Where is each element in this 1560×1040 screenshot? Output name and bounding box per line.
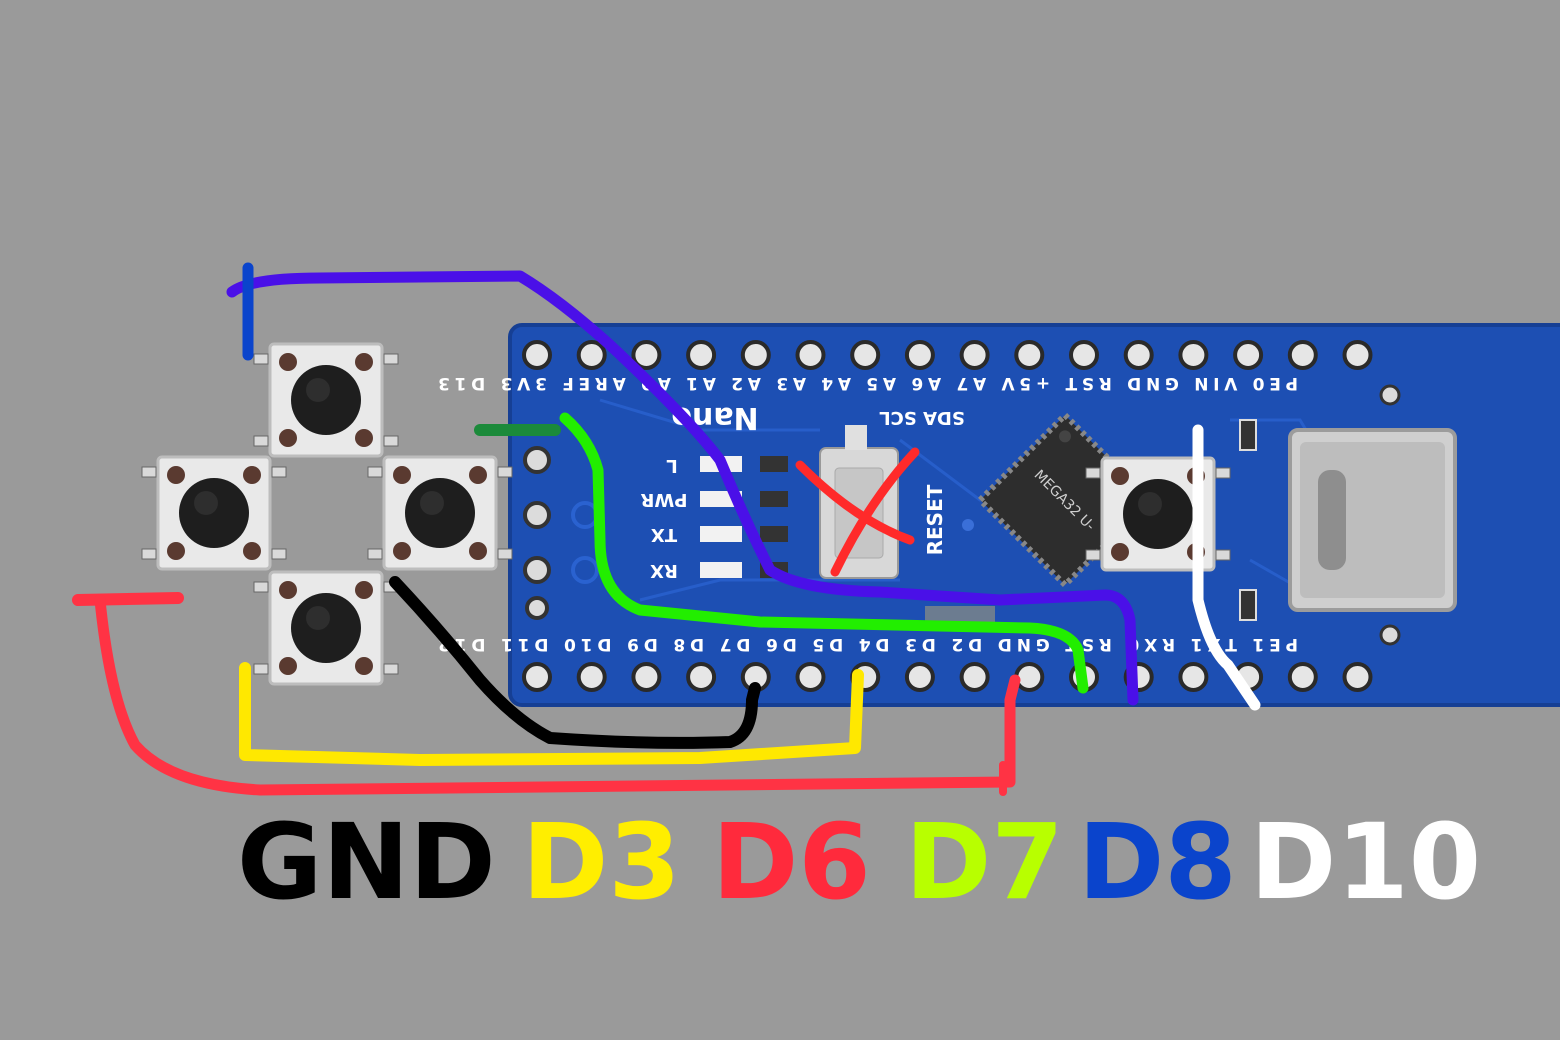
led-label-l: L [666, 455, 677, 476]
legend-gnd: GND [237, 801, 496, 923]
pin-hole-a1 [1123, 340, 1154, 370]
led-label-pwr: PWR [640, 489, 687, 510]
wire-d6 [72, 592, 184, 606]
pin-hole-tx1 [576, 662, 607, 692]
button-d10 [1085, 456, 1231, 572]
wire-gnd [389, 576, 761, 749]
i2c-label: SDA SCL [879, 407, 965, 428]
button-down [253, 570, 399, 686]
wire-d7 [559, 412, 1089, 694]
wire-d3 [239, 662, 864, 766]
pin-hole-5v [740, 340, 771, 370]
pin-hole-a6 [850, 340, 881, 370]
button-left [141, 455, 287, 571]
wire-d8 [226, 270, 1139, 706]
pin-hole-pe1 [522, 662, 552, 692]
pin-hole-d4 [904, 662, 935, 692]
top-pin-labels: PE0 VIN GND RST +5V A7 A6 A5 A4 A3 A2 A1… [438, 373, 1298, 393]
button-cluster [141, 342, 1231, 686]
chip-dot [962, 519, 974, 531]
legend-d8: D8 [1078, 801, 1237, 923]
wire-d6-long [94, 594, 1021, 796]
crossout-mark [795, 447, 920, 577]
pin-hole-rst [686, 340, 717, 370]
pin-hole-rst [686, 662, 717, 692]
side-pads [523, 446, 599, 620]
legend-d3: D3 [522, 801, 681, 923]
pin-hole-vin [576, 340, 607, 370]
usb-c-connector [1288, 428, 1457, 612]
top-pin-header [522, 340, 1373, 370]
led-label-rx: RX [650, 560, 678, 581]
mounting-hole [1379, 384, 1401, 406]
pin-hole-d2 [795, 662, 826, 692]
smd-parts [925, 419, 1257, 624]
wires [72, 262, 1261, 796]
pin-hole-a2 [1069, 340, 1099, 370]
pin-hole-a3 [1014, 340, 1045, 370]
pin-hole-d6 [1014, 662, 1045, 692]
bottom-pin-header [522, 662, 1373, 692]
pin-hole-3v3 [1287, 340, 1318, 370]
mounting-hole [1379, 624, 1401, 646]
legend-d7: D7 [905, 801, 1064, 923]
pin-hole-pe0 [522, 340, 552, 370]
pin-hole-d9 [1178, 662, 1209, 692]
pin-hole-gnd [631, 340, 662, 370]
pin-hole-rx0 [631, 662, 662, 692]
led-label-tx: TX [651, 524, 677, 545]
button-up [253, 342, 399, 458]
bottom-pin-labels: PE1 TX1 RX0 RST GND D2 D3 D4 D5 D6 D7 D8… [438, 634, 1298, 654]
pin-hole-d13 [1342, 340, 1373, 370]
pin-hole-a5 [904, 340, 935, 370]
legend-d6: D6 [712, 801, 871, 923]
wire-d10 [1192, 424, 1261, 711]
pin-hole-d11 [1287, 662, 1318, 692]
pin-hole-a7 [795, 340, 826, 370]
button-right [367, 455, 513, 571]
legend-d10: D10 [1250, 801, 1481, 923]
pin-hole-aref [1233, 340, 1264, 370]
pin-hole-a0 [1178, 340, 1209, 370]
reset-label: RESET [923, 484, 947, 555]
pin-hole-a4 [959, 340, 990, 370]
pin-hole-d5 [959, 662, 990, 692]
arduino-nano-board: PE0 VIN GND RST +5V A7 A6 A5 A4 A3 A2 A1… [438, 323, 1560, 707]
pin-hole-d12 [1342, 662, 1373, 692]
